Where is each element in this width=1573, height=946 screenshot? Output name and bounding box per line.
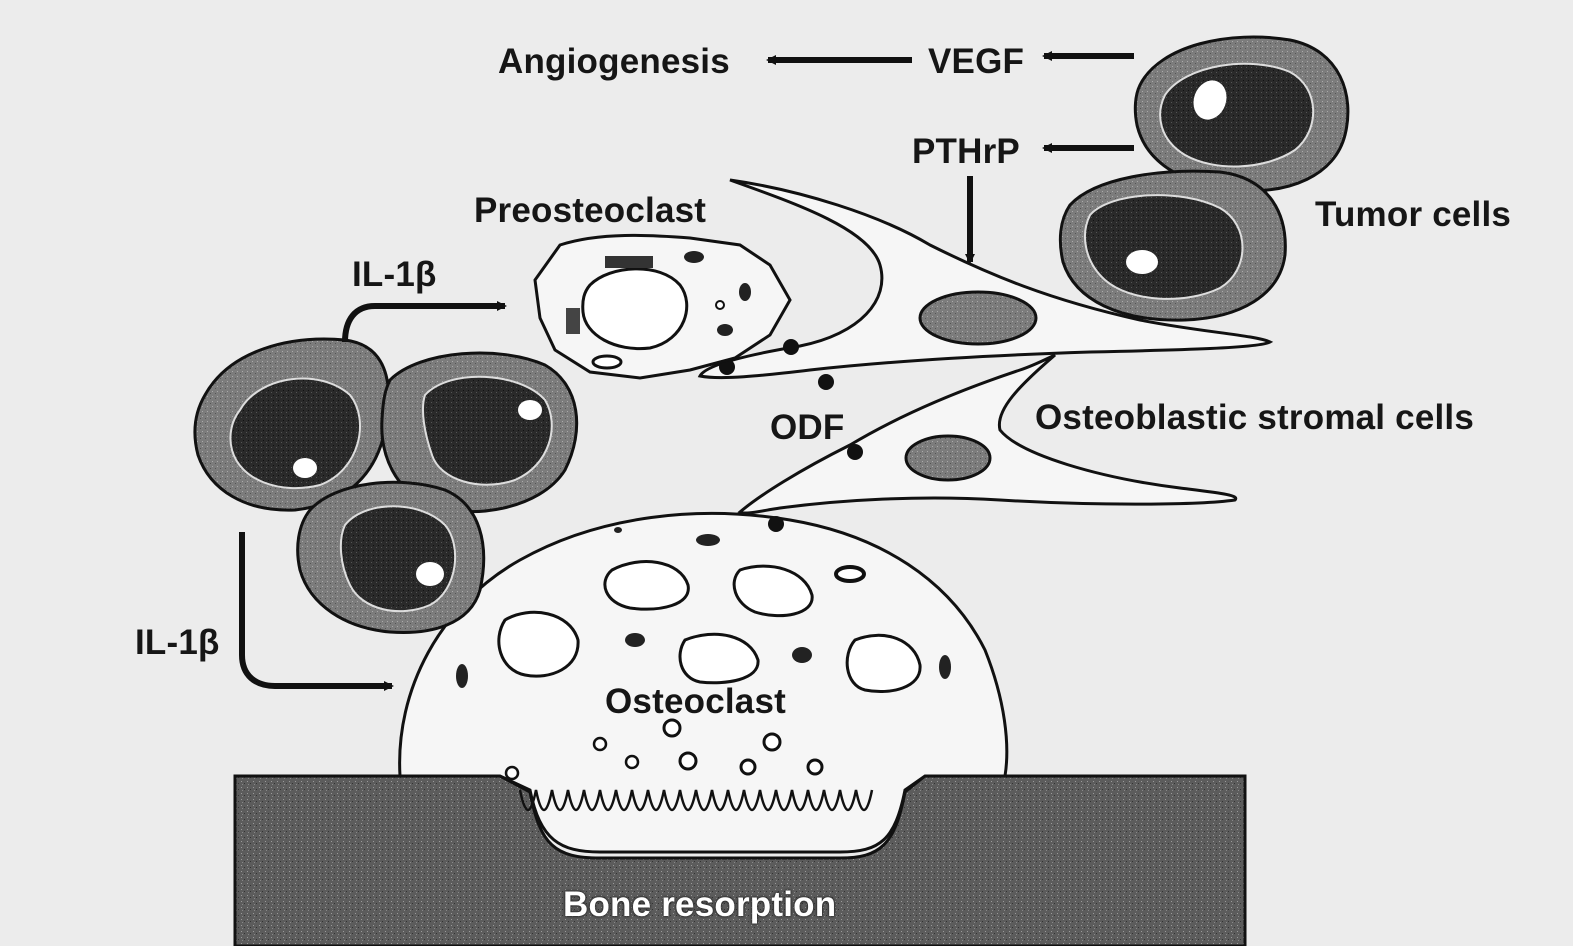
tumor-cell: [1135, 37, 1348, 191]
arrow-il1b-to-preosteoclast: [345, 306, 505, 342]
label-il1b-left: IL-1β: [135, 625, 220, 660]
stromal-nucleus: [906, 436, 990, 480]
label-odf: ODF: [770, 410, 844, 445]
label-preosteoclast: Preosteoclast: [474, 193, 706, 228]
osteoclast-nucleus: [605, 562, 688, 610]
osteoclast-nucleus: [499, 612, 578, 676]
label-pthrp: PTHrP: [912, 134, 1020, 169]
stromal-nucleus: [920, 292, 1036, 344]
tumor-cell: [1060, 171, 1285, 320]
label-il1b-top: IL-1β: [352, 257, 437, 292]
label-tumor-cells: Tumor cells: [1315, 197, 1511, 232]
preosteoclast-nucleus: [583, 269, 687, 349]
tumor-cell: [298, 482, 484, 632]
label-osteoblastic-stromal-cells: Osteoblastic stromal cells: [1035, 400, 1474, 435]
label-bone-resorption: Bone resorption: [563, 887, 836, 922]
label-vegf: VEGF: [928, 44, 1024, 79]
label-angiogenesis: Angiogenesis: [498, 44, 730, 79]
label-osteoclast: Osteoclast: [605, 684, 786, 719]
